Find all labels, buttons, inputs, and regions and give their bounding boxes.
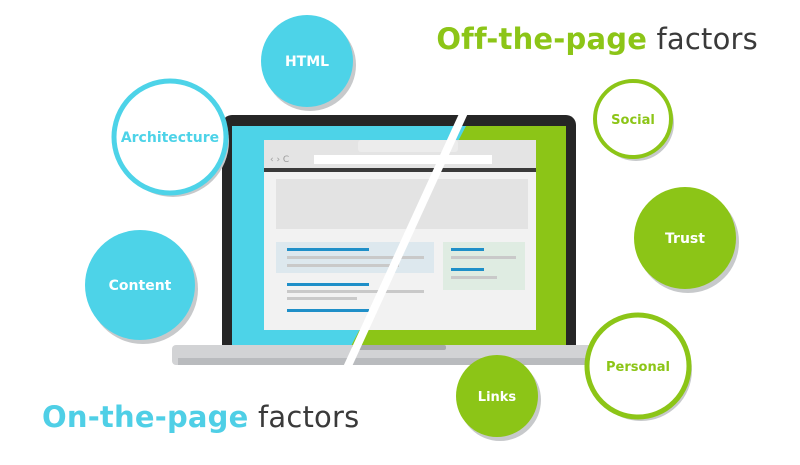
off-page-heading-rest: factors [656,22,758,56]
off-page-heading-bold: Off-the-page [436,22,648,56]
factor-social: Social [593,79,674,161]
on-page-heading: On-the-page factors [42,400,359,434]
browser-nav-icons: ‹ › C [270,155,289,165]
laptop-notch [352,345,446,350]
page-hero-block [276,179,528,229]
factor-label: Personal [606,360,670,375]
on-page-factors: Architecture HTML Content [85,15,356,344]
factor-html: HTML [261,15,356,111]
factor-label: Social [611,113,655,128]
factor-links: Links [456,355,541,441]
browser-toolbar-line [264,168,536,172]
factor-label: Trust [665,231,705,247]
browser-window: ‹ › C [264,140,536,330]
on-page-heading-bold: On-the-page [42,400,249,434]
factor-label: Architecture [121,130,219,146]
browser-address-bar [314,155,492,164]
factor-content: Content [85,230,198,344]
factor-architecture: Architecture [111,78,229,197]
factor-label: HTML [285,54,329,70]
on-page-heading-rest: factors [257,400,360,434]
laptop-base-shadow [178,358,620,365]
laptop-illustration: ‹ › C [172,106,626,372]
off-page-factors: Social Trust Personal Links [456,79,739,441]
factor-personal: Personal [584,312,692,421]
factor-label: Links [478,390,517,405]
divider-slash [342,106,470,372]
factor-trust: Trust [634,187,739,293]
factor-label: Content [109,278,172,294]
off-page-heading: Off-the-page factors [436,22,758,56]
